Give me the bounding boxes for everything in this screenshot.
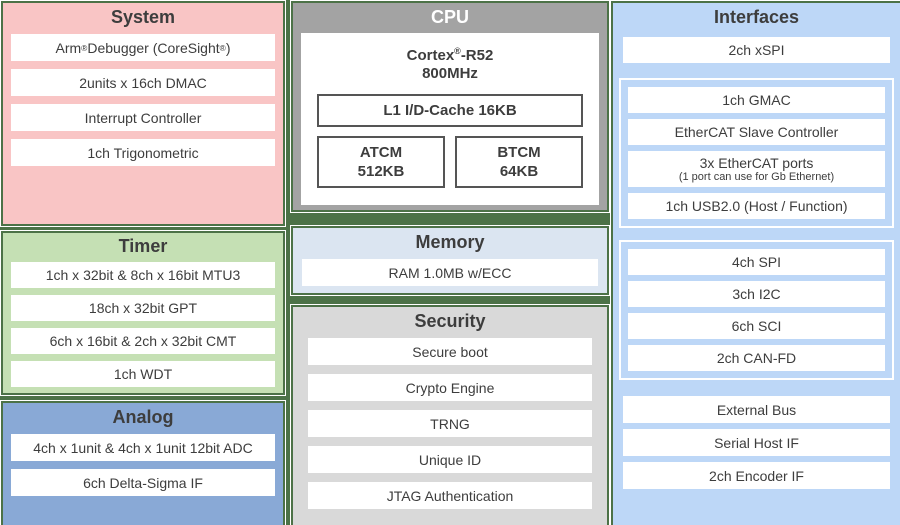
interfaces-title: Interfaces <box>713 7 800 27</box>
interfaces-item-usb: 1ch USB2.0 (Host / Function) <box>628 193 885 219</box>
memory-title: Memory <box>415 232 485 252</box>
cpu-core-frequency: 800MHz <box>422 65 478 82</box>
cpu-tcm-row: ATCM 512KB BTCM 64KB <box>317 136 583 188</box>
cpu-core-panel: Cortex®-R52 800MHz L1 I/D-Cache 16KB ATC… <box>301 33 599 205</box>
system-title: System <box>110 7 176 27</box>
timer-block: Timer 1ch x 32bit & 8ch x 16bit MTU3 18c… <box>3 233 283 393</box>
timer-title: Timer <box>118 236 168 256</box>
interfaces-item-gmac: 1ch GMAC <box>628 87 885 113</box>
interfaces-item-xspi: 2ch xSPI <box>623 37 890 63</box>
interfaces-serial-group: 4ch SPI 3ch I2C 6ch SCI 2ch CAN-FD <box>619 240 894 380</box>
analog-item-delta-sigma: 6ch Delta-Sigma IF <box>11 469 275 496</box>
interfaces-block: Interfaces 2ch xSPI 1ch GMAC EtherCAT Sl… <box>613 3 900 525</box>
interfaces-item-ethercat-slave: EtherCAT Slave Controller <box>628 119 885 145</box>
cpu-l1-cache: L1 I/D-Cache 16KB <box>317 94 583 127</box>
analog-item-adc: 4ch x 1unit & 4ch x 1unit 12bit ADC <box>11 434 275 461</box>
cpu-atcm-size: 512KB <box>357 163 405 180</box>
interfaces-item-ethercat-ports: 3x EtherCAT ports (1 port can use for Gb… <box>628 151 885 187</box>
security-item-trng: TRNG <box>308 410 592 437</box>
cpu-core-label: Cortex®-R52 800MHz <box>301 33 599 83</box>
system-item-trigonometric: 1ch Trigonometric <box>11 139 275 166</box>
timer-item-gpt: 18ch x 32bit GPT <box>11 295 275 321</box>
interfaces-item-serial-host-if: Serial Host IF <box>623 429 890 456</box>
timer-item-cmt: 6ch x 16bit & 2ch x 32bit CMT <box>11 328 275 354</box>
cpu-core-name: Cortex®-R52 <box>406 46 494 65</box>
interfaces-item-encoder-if: 2ch Encoder IF <box>623 462 890 489</box>
timer-item-mtu3: 1ch x 32bit & 8ch x 16bit MTU3 <box>11 262 275 288</box>
cpu-title: CPU <box>430 7 469 27</box>
timer-item-wdt: 1ch WDT <box>11 361 275 387</box>
cpu-atcm-name: ATCM <box>359 144 403 161</box>
analog-block: Analog 4ch x 1unit & 4ch x 1unit 12bit A… <box>3 403 283 525</box>
security-item-unique-id: Unique ID <box>308 446 592 473</box>
security-title: Security <box>414 311 486 331</box>
system-block: System Arm® Debugger (CoreSight®) 2units… <box>3 3 283 224</box>
interfaces-item-ethercat-ports-label: 3x EtherCAT ports <box>699 154 814 171</box>
interfaces-item-spi: 4ch SPI <box>628 249 885 275</box>
analog-title: Analog <box>112 407 174 427</box>
cpu-btcm-name: BTCM <box>497 144 541 161</box>
cpu-btcm: BTCM 64KB <box>455 136 583 188</box>
security-block: Security Secure boot Crypto Engine TRNG … <box>293 307 607 525</box>
cpu-btcm-size: 64KB <box>499 163 539 180</box>
system-item-dmac: 2units x 16ch DMAC <box>11 69 275 96</box>
cpu-atcm: ATCM 512KB <box>317 136 445 188</box>
security-item-secure-boot: Secure boot <box>308 338 592 365</box>
interfaces-ethernet-group: 1ch GMAC EtherCAT Slave Controller 3x Et… <box>619 78 894 228</box>
interfaces-item-canfd: 2ch CAN-FD <box>628 345 885 371</box>
interfaces-item-external-bus: External Bus <box>623 396 890 423</box>
system-item-arm-debugger: Arm® Debugger (CoreSight®) <box>11 34 275 61</box>
system-item-interrupt-controller: Interrupt Controller <box>11 104 275 131</box>
security-item-jtag-auth: JTAG Authentication <box>308 482 592 509</box>
memory-block: Memory RAM 1.0MB w/ECC <box>293 228 607 293</box>
cpu-block: CPU Cortex®-R52 800MHz L1 I/D-Cache 16KB… <box>293 3 607 210</box>
interfaces-item-i2c: 3ch I2C <box>628 281 885 307</box>
memory-item-ram: RAM 1.0MB w/ECC <box>302 259 598 286</box>
interfaces-item-ethercat-ports-note: (1 port can use for Gb Ethernet) <box>678 170 835 183</box>
security-item-crypto-engine: Crypto Engine <box>308 374 592 401</box>
interfaces-item-sci: 6ch SCI <box>628 313 885 339</box>
